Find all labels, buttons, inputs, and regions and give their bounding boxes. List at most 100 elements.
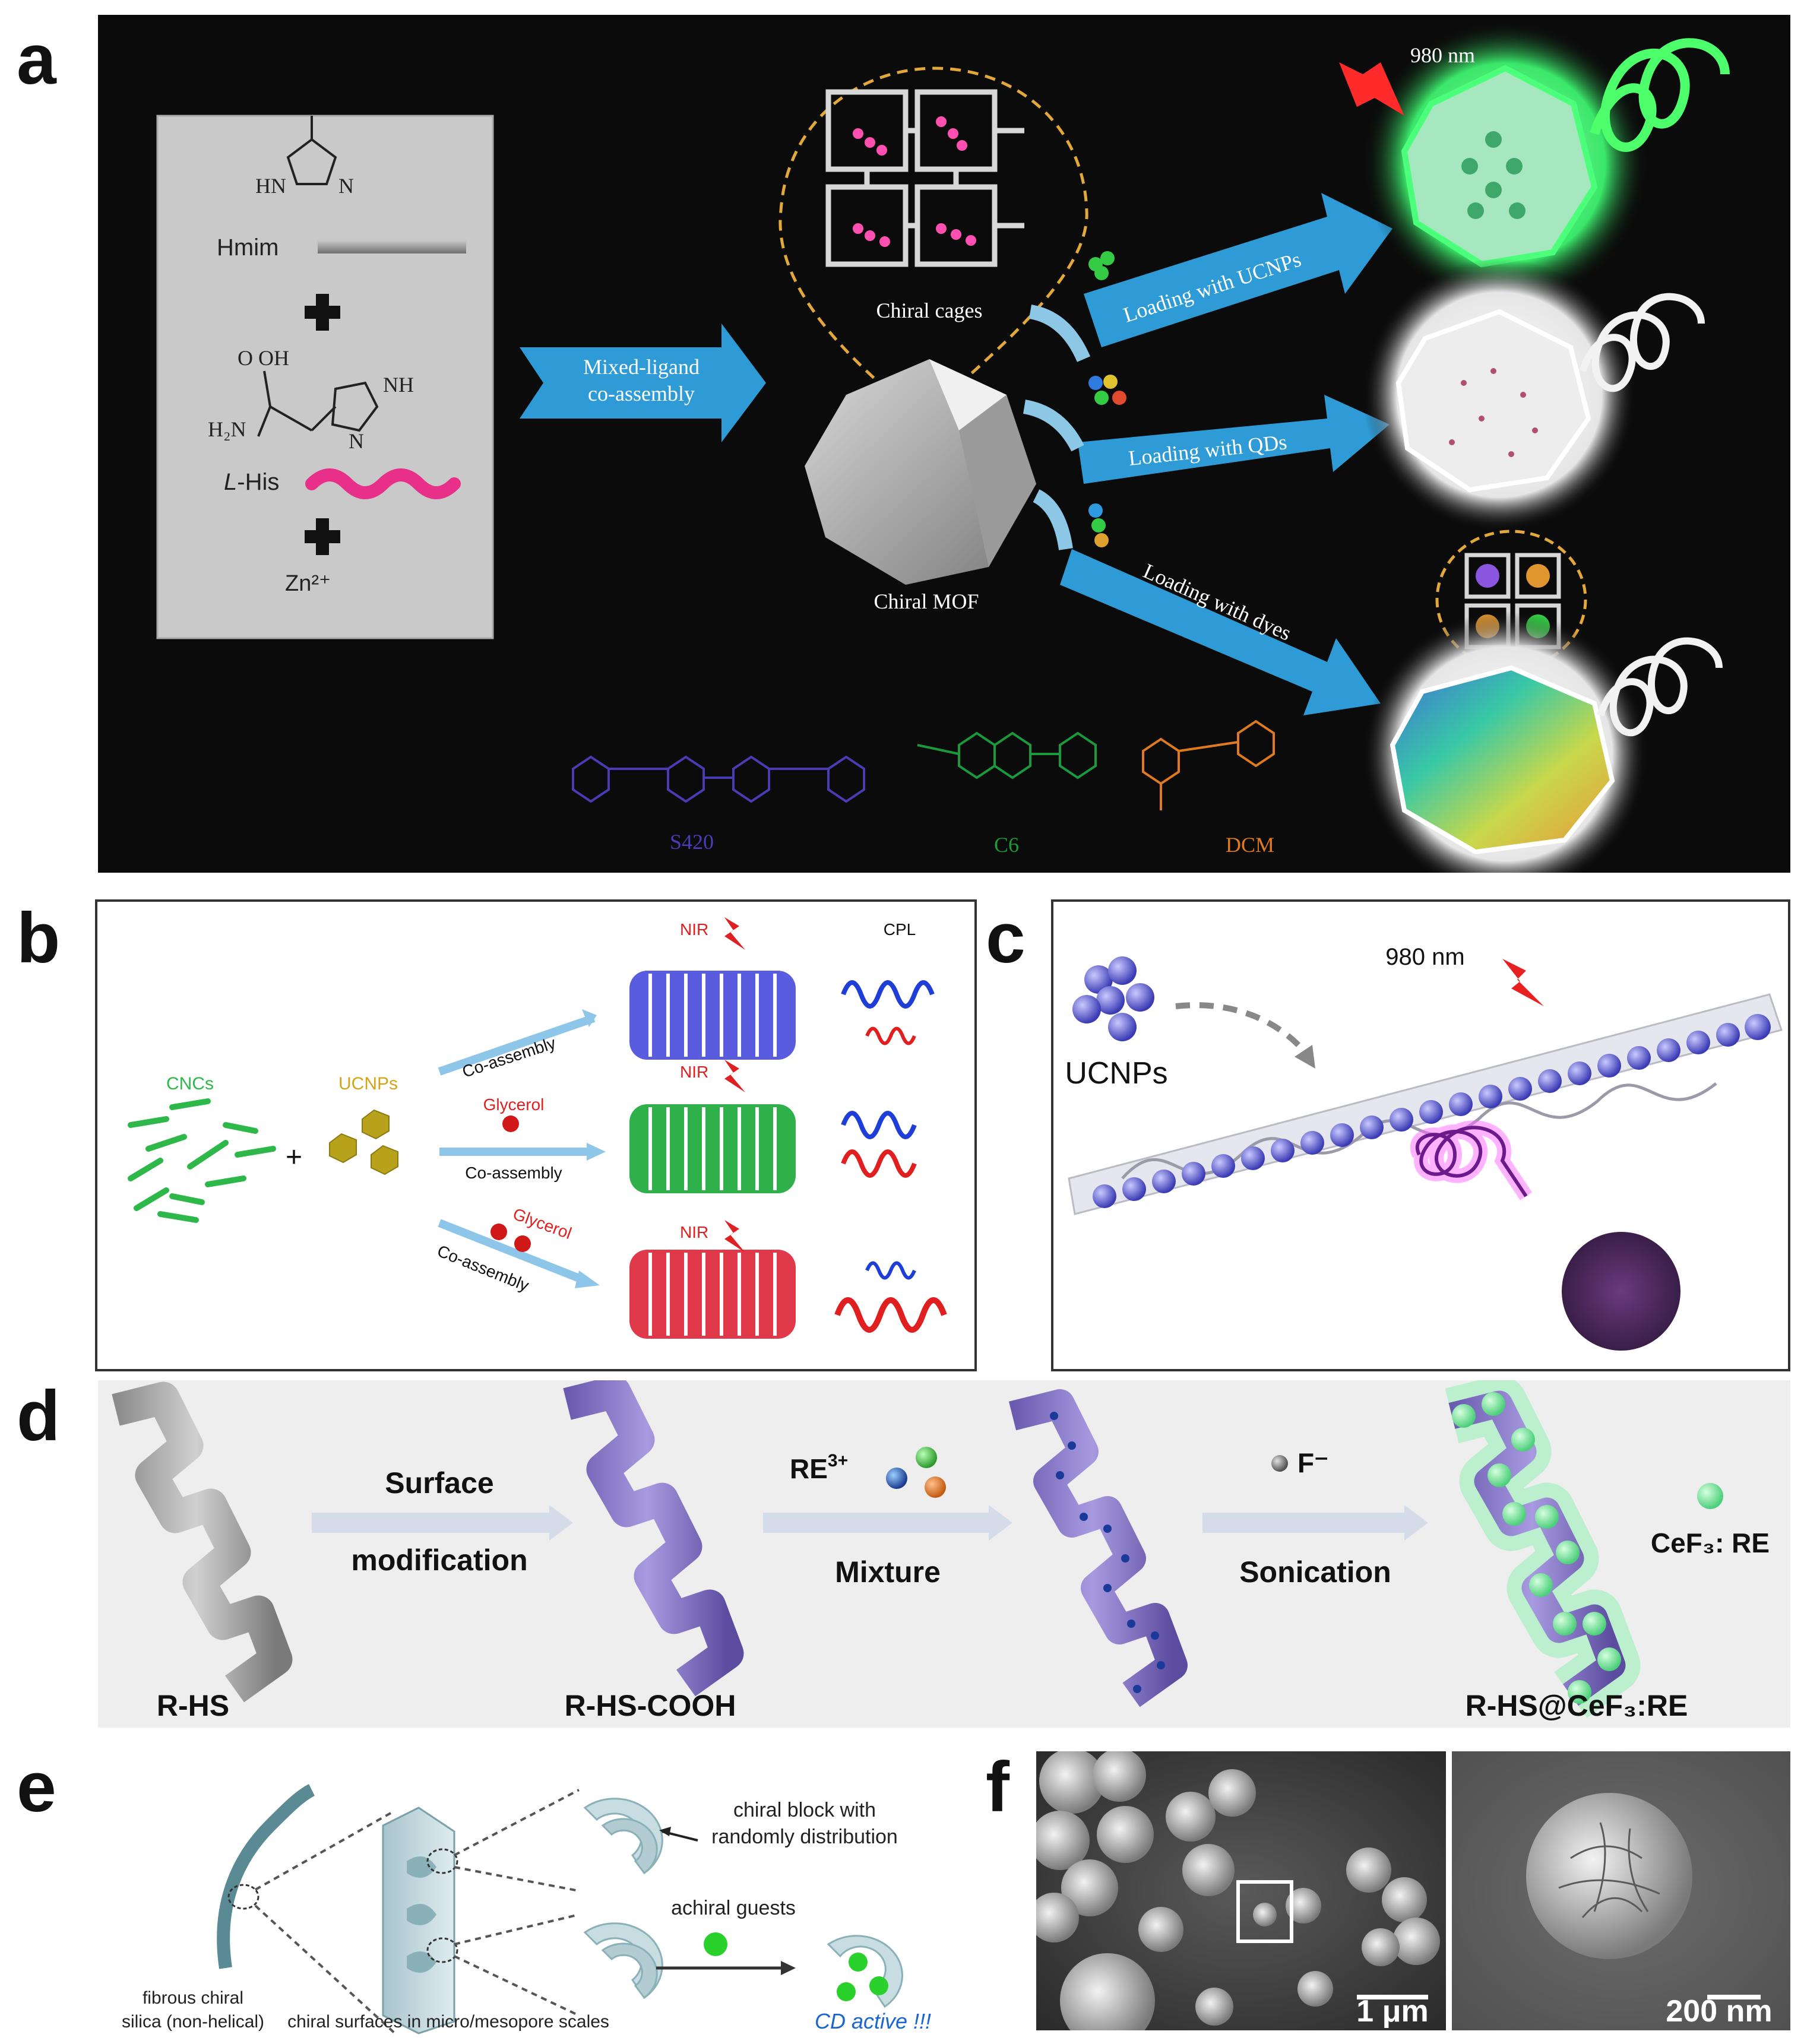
- dye-dcm-label: DCM: [1226, 833, 1274, 857]
- zn-label: Zn²⁺: [285, 571, 331, 596]
- sem-image-high-mag: 200 nm: [1452, 1751, 1790, 2030]
- qd-crystal: [1395, 309, 1591, 493]
- b-ucnps-label: UCNPs: [338, 1074, 398, 1094]
- hmim-rod: [318, 240, 466, 253]
- b-glycerol-1: Glycerol: [483, 1095, 545, 1114]
- b-coassembly-2: Co-assembly: [465, 1164, 562, 1182]
- panel-a-schematic: HN N Hmim O OH NH H₂N N L-His Zn²⁺ Mixed…: [98, 15, 1790, 873]
- his-chain: [305, 468, 461, 499]
- laser-bolt-icon: [1502, 959, 1544, 1006]
- arrow-dyes: [1060, 549, 1381, 715]
- laser-bolt-icon: [724, 917, 745, 950]
- panel-label-a: a: [17, 20, 56, 99]
- r-hs-cef3-helix: [1445, 1380, 1641, 1718]
- c-cpl-helix: [1410, 1120, 1532, 1200]
- d-label-rhs-cooh: R-HS-COOH: [565, 1689, 736, 1722]
- f-scale2-label: 200 nm: [1666, 1994, 1772, 2029]
- r-hs-cooh-helix: [563, 1380, 744, 1697]
- dcm-structure: [1142, 720, 1275, 810]
- zoom-box: [1236, 1880, 1293, 1943]
- e-fibrous-line2: silica (non-helical): [122, 2012, 264, 2032]
- e-block-line2: randomly distribution: [711, 1826, 898, 1848]
- arrow-main-line2: co-assembly: [588, 382, 695, 405]
- panel-label-f: f: [986, 1747, 1009, 1827]
- cpl-wave-red-small: [865, 1026, 916, 1045]
- hmim-n-text: N: [338, 174, 354, 198]
- panel-f-sem-images: 1 μm 200 nm: [1036, 1751, 1790, 2030]
- dye-crystal: [1390, 665, 1615, 855]
- c-wavelength: 980 nm: [1385, 944, 1464, 970]
- laser-bolt-icon: [724, 1220, 745, 1253]
- arrow-main-line1: Mixed-ligand: [583, 355, 700, 379]
- e-loaded-block: [827, 1935, 903, 2008]
- e-fibrous-line1: fibrous chiral: [143, 1988, 243, 2008]
- panel-c-schematic: UCNPs 980 nm: [1051, 899, 1790, 1371]
- e-chiral-surface-block: [382, 1807, 455, 2035]
- b-arrow-1: [438, 1014, 596, 1076]
- cpl-wave-red-large: [834, 1297, 947, 1333]
- d-label-rhs: R-HS: [157, 1689, 229, 1722]
- d-step1-line2: modification: [351, 1544, 527, 1577]
- hmim-hn-text: HN: [255, 174, 286, 198]
- panel-label-b: b: [17, 898, 61, 978]
- cncs-rods: [128, 1098, 276, 1223]
- d-fminus-label: F⁻: [1297, 1447, 1328, 1478]
- cpl-helix-white: [1579, 293, 1705, 392]
- dye-c6-label: C6: [994, 833, 1019, 857]
- e-guests-label: achiral guests: [671, 1897, 796, 1919]
- achiral-guest-icon: [704, 1932, 727, 1956]
- d-label-rhs-cef3: R-HS@CeF₃:RE: [1466, 1689, 1688, 1722]
- cpl-wave-blue-small: [865, 1261, 916, 1280]
- scale-bar-1: [1357, 1995, 1428, 1999]
- his-h2n-text: H₂N: [208, 417, 246, 441]
- chiral-mof-label: Chiral MOF: [873, 590, 979, 613]
- b-cpl-label: CPL: [884, 920, 916, 939]
- cpl-helix-green: [1590, 38, 1730, 152]
- b-stack-green: [629, 1104, 796, 1193]
- e-fibrous-silica: [217, 1784, 315, 1969]
- panel-d-schematic: Surface modification RE3+ Mixture F⁻ Son…: [98, 1380, 1790, 1728]
- panel-label-c: c: [986, 898, 1026, 978]
- c-dashed-arrow: [1175, 1002, 1309, 1056]
- cpl-wave-blue: [841, 980, 935, 1009]
- arrow-ucnps: [1084, 193, 1392, 347]
- c-ucnps-label: UCNPs: [1065, 1056, 1167, 1091]
- cpl-wave-blue-mid: [841, 1111, 917, 1139]
- cpl-helix-dye: [1597, 637, 1723, 737]
- ucnps-cluster: [1072, 956, 1154, 1041]
- cpl-wave-red-mid: [841, 1149, 917, 1178]
- d-re3-label: RE3+: [790, 1451, 848, 1484]
- hmim-label: Hmim: [217, 234, 278, 261]
- laser-bolt-icon: [724, 1060, 745, 1092]
- plus-icon: [305, 518, 340, 555]
- chiral-cages-label: Chiral cages: [876, 299, 983, 322]
- d-step1-line1: Surface: [385, 1466, 493, 1500]
- b-plus: +: [286, 1142, 302, 1173]
- re-loaded-helix: [1008, 1389, 1188, 1707]
- r-hs-helix: [112, 1381, 293, 1703]
- cages-bubble: [778, 66, 1088, 414]
- e-block-line1: chiral block with: [733, 1799, 876, 1821]
- his-oh-text: O OH: [238, 346, 289, 370]
- dye-s420-label: S420: [670, 830, 714, 854]
- laser-bolt-icon: [1339, 62, 1404, 116]
- e-cd-label: CD active !!!: [815, 2009, 931, 2033]
- e-surfaces-label: chiral surfaces in micro/mesopore scales: [287, 2012, 609, 2032]
- a-wavelength: 980 nm: [1410, 43, 1475, 67]
- b-arrow-3: [438, 1219, 584, 1284]
- panel-label-d: d: [17, 1376, 61, 1456]
- chiral-mof-crystal: [805, 359, 1036, 585]
- e-chiral-block-top: [583, 1798, 663, 1875]
- c6-structure: [917, 731, 1097, 779]
- cef3-legend-icon: [1697, 1483, 1723, 1509]
- cage-ligands: [853, 116, 976, 247]
- d-step3-label: Sonication: [1239, 1555, 1391, 1589]
- sem-image-low-mag: 1 μm: [1036, 1751, 1446, 2030]
- cage-framework: [825, 89, 1024, 267]
- loading-particles: [1023, 251, 1126, 550]
- panel-b-schematic: CNCs + UCNPs Co-assembly Glycerol Co-ass…: [95, 899, 977, 1371]
- d-legend-label: CeF₃: RE: [1651, 1528, 1770, 1558]
- his-n-text: N: [349, 429, 364, 453]
- b-cncs-label: CNCs: [166, 1074, 214, 1094]
- his-label: L-His: [224, 469, 279, 495]
